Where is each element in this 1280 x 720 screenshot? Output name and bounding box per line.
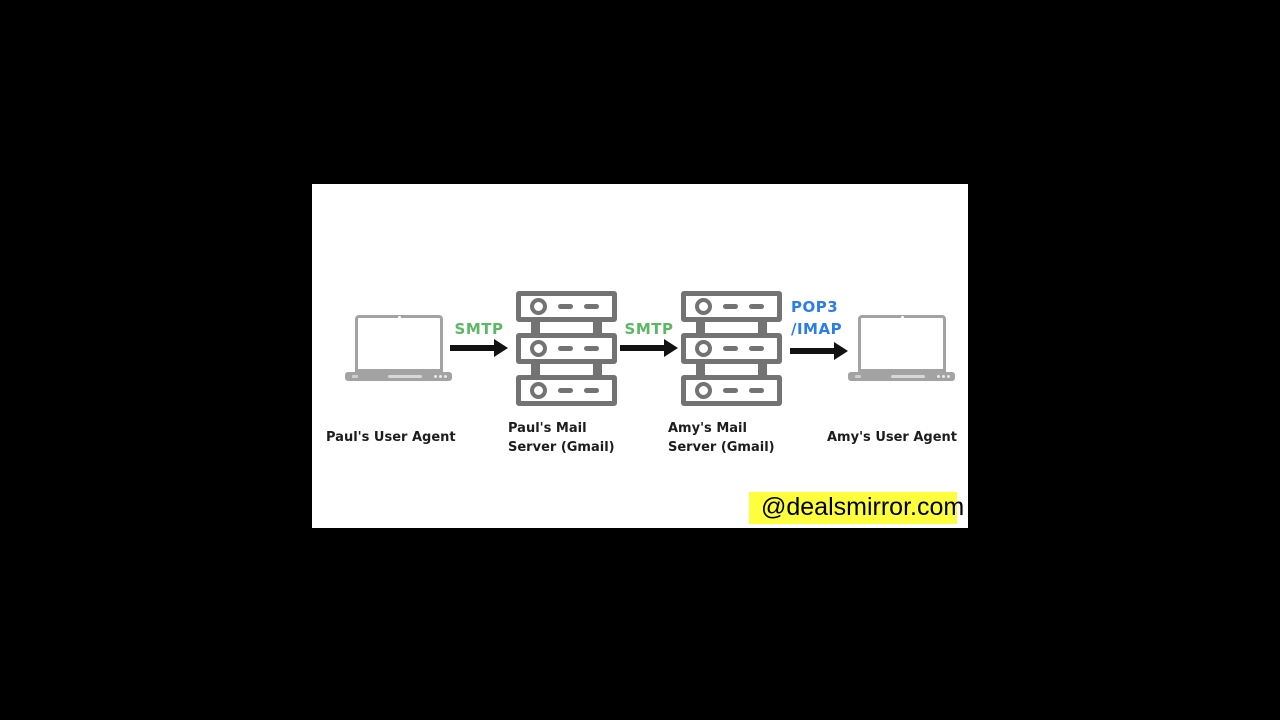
- server-rack-gap: [681, 322, 782, 333]
- laptop-icon-amy: [848, 315, 955, 381]
- laptop-base-strip: [891, 375, 925, 378]
- protocol-label-pop3-imap: POP3 /IMAP: [791, 296, 842, 340]
- server-led-ring: [530, 382, 547, 399]
- flow-arrow-2: [620, 339, 678, 357]
- node-label-line2: Server (Gmail): [668, 440, 775, 455]
- arrow-shaft: [450, 345, 496, 351]
- server-rack-unit: [516, 291, 617, 322]
- laptop-base: [345, 372, 452, 381]
- laptop-base-dots: [937, 375, 950, 378]
- arrow-head: [494, 339, 508, 357]
- protocol-label-smtp-1: SMTP: [454, 320, 504, 338]
- server-vent-dash: [723, 388, 738, 393]
- server-vent-dash: [749, 304, 764, 309]
- node-label-line2: Server (Gmail): [508, 440, 615, 455]
- server-vent-dash: [723, 304, 738, 309]
- laptop-base-notch: [855, 375, 861, 378]
- laptop-base-notch: [352, 375, 358, 378]
- protocol-label-smtp-2: SMTP: [624, 320, 674, 338]
- protocol-label-imap: /IMAP: [791, 320, 843, 338]
- laptop-base-strip: [388, 375, 422, 378]
- flow-arrow-1: [450, 339, 508, 357]
- server-rack-gap: [516, 322, 617, 333]
- flow-arrow-3: [790, 342, 848, 360]
- server-vent-dash: [584, 388, 599, 393]
- laptop-base: [848, 372, 955, 381]
- arrow-shaft: [790, 348, 836, 354]
- server-vent-dash: [558, 304, 573, 309]
- server-rack-gap: [516, 364, 617, 375]
- server-rack-unit: [681, 333, 782, 364]
- laptop-screen: [355, 315, 443, 372]
- protocol-label-pop3: POP3: [791, 298, 839, 316]
- node-label-paul-user-agent: Paul's User Agent: [326, 430, 456, 445]
- diagram-canvas: SMTP SMTP: [312, 184, 968, 528]
- laptop-icon-paul: [345, 315, 452, 381]
- server-led-ring: [530, 340, 547, 357]
- server-vent-dash: [723, 346, 738, 351]
- node-label-line1: Amy's Mail: [668, 421, 747, 436]
- server-rack-unit: [681, 291, 782, 322]
- node-label-line1: Paul's Mail: [508, 421, 587, 436]
- arrow-head: [834, 342, 848, 360]
- server-vent-dash: [584, 346, 599, 351]
- server-rack-unit: [681, 375, 782, 406]
- arrow-shaft: [620, 345, 666, 351]
- node-label-amy-user-agent: Amy's User Agent: [827, 430, 958, 445]
- server-vent-dash: [558, 346, 573, 351]
- laptop-base-dots: [434, 375, 447, 378]
- server-vent-dash: [749, 388, 764, 393]
- server-led-ring: [530, 298, 547, 315]
- server-vent-dash: [558, 388, 573, 393]
- laptop-camera-dot: [901, 316, 904, 319]
- server-rack-unit: [516, 333, 617, 364]
- laptop-camera-dot: [398, 316, 401, 319]
- server-icon-amy: [681, 291, 782, 406]
- watermark: @dealsmirror.com: [749, 492, 964, 524]
- server-icon-paul: [516, 291, 617, 406]
- node-label-amy-mail-server: Amy's Mail Server (Gmail): [668, 419, 775, 457]
- server-led-ring: [695, 340, 712, 357]
- server-vent-dash: [749, 346, 764, 351]
- server-rack-gap: [681, 364, 782, 375]
- arrow-head: [664, 339, 678, 357]
- server-led-ring: [695, 298, 712, 315]
- server-led-ring: [695, 382, 712, 399]
- server-rack-unit: [516, 375, 617, 406]
- laptop-screen: [858, 315, 946, 372]
- node-label-paul-mail-server: Paul's Mail Server (Gmail): [508, 419, 615, 457]
- server-vent-dash: [584, 304, 599, 309]
